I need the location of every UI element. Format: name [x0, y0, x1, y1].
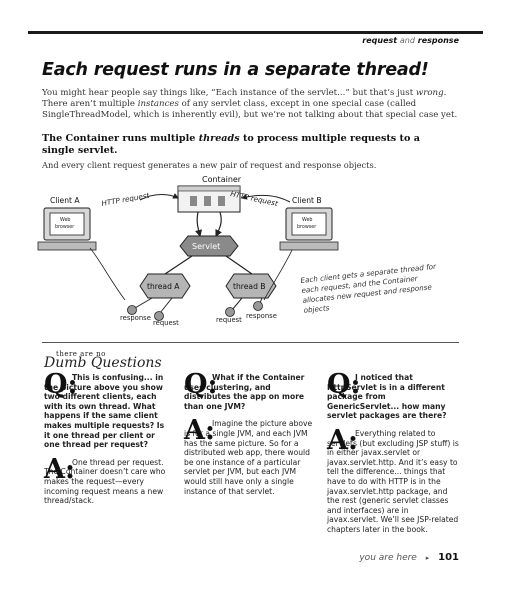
- intro-paragraph: You might hear people say things like, “…: [42, 88, 458, 121]
- client-b-computer: Web browser: [263, 207, 339, 301]
- qa-column-2: Q: What if the Container uses clustering…: [184, 369, 314, 496]
- tag-and: and: [399, 36, 415, 45]
- response-b-label: response: [246, 312, 277, 320]
- qa-item: Q: This is confusing... in the picture a…: [44, 369, 170, 506]
- lead-subtext: And every client request generates a new…: [42, 160, 377, 170]
- container-box: [177, 185, 241, 213]
- client-b-label: Client B: [292, 196, 322, 205]
- client-a-label: Client A: [50, 196, 80, 205]
- a-letter: A:: [184, 415, 215, 447]
- a-letter: A:: [44, 453, 75, 485]
- q-letter: Q:: [184, 369, 218, 400]
- question-text: What if the Container uses clustering, a…: [184, 373, 305, 411]
- qa-item: Q: I noticed that HttpServlet is in a di…: [327, 369, 459, 535]
- response-a-label: response: [120, 314, 151, 322]
- thread-a-node: thread A: [139, 273, 191, 299]
- servlet-node: Servlet: [179, 235, 239, 257]
- servlet-label: Servlet: [192, 242, 220, 251]
- thread-b-node: thread B: [225, 273, 277, 299]
- answer-text: One thread per request. The Container do…: [44, 457, 166, 506]
- page-title: Each request runs in a separate thread!: [42, 60, 429, 80]
- request-b-object: [225, 307, 235, 317]
- qa-column-3: Q: I noticed that HttpServlet is in a di…: [327, 369, 459, 535]
- client-b-browser-line1: Web: [302, 217, 312, 223]
- chapter-tag: request and response: [362, 36, 459, 45]
- http-request-a-label: HTTP request: [101, 191, 151, 208]
- client-a-computer: Web browser: [37, 207, 126, 301]
- response-a-object: [127, 305, 137, 315]
- qa-item: Q: What if the Container uses clustering…: [184, 369, 314, 496]
- triangle-icon: ▸: [425, 554, 430, 562]
- client-a-browser-line1: Web: [60, 217, 70, 223]
- section-divider: [42, 342, 459, 343]
- dumb-questions-title: Dumb Questions: [44, 355, 162, 371]
- answer-text: Imagine the picture above is for a singl…: [184, 419, 313, 496]
- question-text: I noticed that HttpServlet is in a diffe…: [327, 373, 447, 421]
- qa-column-1: Q: This is confusing... in the picture a…: [44, 369, 170, 506]
- client-a-browser-line2: browser: [55, 224, 74, 230]
- dumb-questions-heading: there are no Dumb Questions: [44, 350, 162, 371]
- thread-b-label: thread B: [233, 282, 266, 291]
- a-letter: A:: [327, 424, 358, 456]
- client-b-browser-line2: browser: [297, 224, 316, 230]
- lead-statement: The Container runs multiple threads to p…: [42, 133, 420, 156]
- request-a-label: request: [153, 319, 179, 327]
- container-label: Container: [202, 175, 242, 184]
- page-footer: you are here ▸ 101: [359, 552, 459, 563]
- you-are-here-label: you are here: [359, 553, 417, 563]
- dumb-questions-small: there are no: [56, 350, 106, 358]
- answer-text: Everything related to servlets (but excl…: [327, 428, 459, 534]
- request-b-label: request: [216, 316, 242, 324]
- question-text: This is confusing... in the picture abov…: [44, 373, 165, 450]
- q-letter: Q:: [44, 369, 78, 400]
- header-bar: [28, 31, 483, 34]
- q-letter: Q:: [327, 369, 361, 400]
- tag-response: response: [417, 36, 459, 45]
- thread-a-label: thread A: [147, 282, 180, 291]
- response-b-object: [253, 301, 263, 311]
- container-diagram: Container HTTP request HTTP request Serv…: [37, 175, 339, 327]
- request-a-object: [154, 311, 164, 321]
- tag-request: request: [362, 36, 398, 45]
- page-number: 101: [438, 552, 459, 563]
